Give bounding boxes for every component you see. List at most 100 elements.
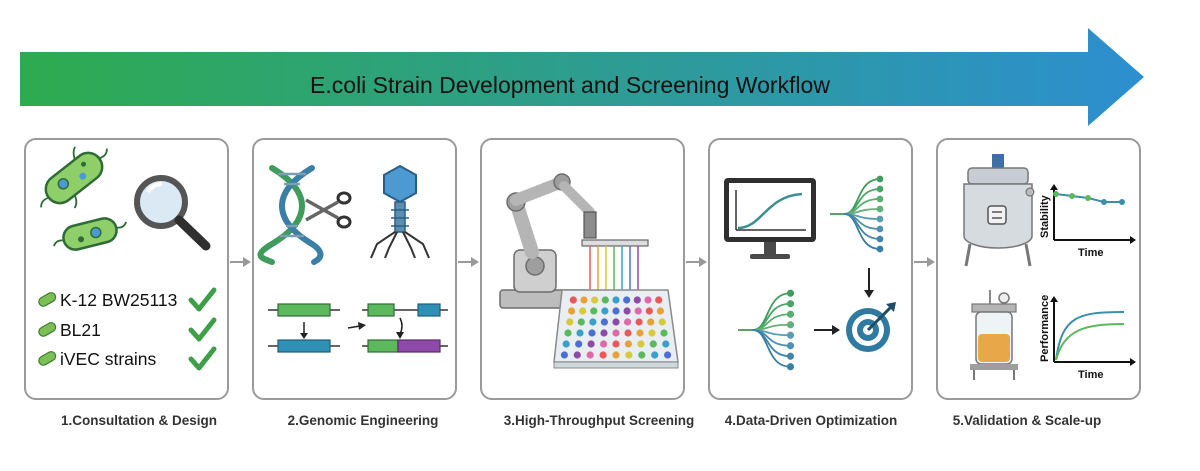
step-4-caption: 4.Data-Driven Optimization — [724, 413, 898, 428]
well — [624, 340, 632, 348]
bacteriophage-icon — [370, 164, 430, 259]
gene-edit-icon — [268, 303, 448, 353]
check-icon — [188, 346, 217, 371]
well — [591, 296, 599, 304]
well — [600, 340, 608, 348]
flow-arrow — [814, 268, 874, 335]
well — [590, 307, 598, 315]
well — [601, 296, 609, 304]
stability-chart-icon: Stability Time — [1039, 184, 1136, 259]
well — [651, 351, 659, 359]
well — [564, 329, 572, 337]
well — [612, 329, 620, 337]
step-3-caption: 3.High-Throughput Screening — [503, 413, 695, 428]
performance-chart-icon: Performance Time — [1039, 295, 1136, 381]
well — [655, 296, 663, 304]
well — [612, 318, 620, 326]
well — [612, 296, 620, 304]
well — [656, 307, 664, 315]
magnifier-icon — [134, 175, 211, 251]
stability-xlabel: Time — [1078, 247, 1103, 259]
well — [647, 318, 655, 326]
well-plate-icon — [553, 289, 679, 369]
decision-tree-icon — [830, 175, 884, 253]
target-icon — [846, 302, 896, 352]
page-title: E.coli Strain Development and Screening … — [310, 72, 830, 98]
well — [573, 351, 581, 359]
tree-node — [876, 225, 884, 233]
tree-node — [786, 300, 795, 308]
bioreactor-icon — [963, 154, 1035, 267]
well — [624, 318, 632, 326]
tree-node — [876, 185, 884, 193]
well — [644, 296, 652, 304]
tree-node — [786, 310, 795, 318]
performance-xlabel: Time — [1078, 369, 1103, 381]
well — [637, 340, 645, 348]
step-5-panel: Stability Time Performance Time — [936, 138, 1141, 400]
step-connector-arrow — [230, 257, 251, 267]
tree-node — [876, 195, 884, 203]
step-connector-arrow — [686, 257, 707, 267]
strain-1-row — [38, 287, 217, 312]
well — [568, 307, 576, 315]
step-1-panel: K-12 BW25113 BL21 iVEC strains — [24, 138, 229, 400]
dna-scissors-icon — [257, 165, 352, 265]
tree-node — [876, 215, 884, 223]
strain-label: K-12 BW25113 — [60, 290, 178, 310]
check-icon — [188, 287, 217, 312]
step-2-caption: 2.Genomic Engineering — [287, 413, 439, 428]
well — [638, 351, 646, 359]
well — [600, 318, 608, 326]
well — [648, 329, 656, 337]
monitor-curve-icon — [724, 178, 816, 259]
well — [636, 329, 644, 337]
well — [664, 351, 672, 359]
stability-ylabel: Stability — [1039, 194, 1051, 238]
step-3-panel — [480, 138, 685, 400]
well — [623, 307, 631, 315]
well — [624, 329, 632, 337]
fermenter-icon — [970, 290, 1018, 380]
well — [576, 329, 584, 337]
well — [645, 307, 653, 315]
well — [649, 340, 657, 348]
decision-tree-icon — [738, 289, 795, 371]
step-2-panel — [252, 138, 457, 400]
well — [625, 351, 633, 359]
tree-node — [876, 235, 884, 243]
well — [600, 329, 608, 337]
tree-node — [876, 245, 884, 253]
tree-node — [786, 321, 795, 329]
well — [577, 318, 585, 326]
well — [588, 329, 596, 337]
tree-node — [876, 175, 884, 183]
tree-node — [876, 205, 884, 213]
well — [586, 351, 594, 359]
well — [589, 318, 597, 326]
step-1-caption: 1.Consultation & Design — [60, 413, 217, 428]
tree-node — [786, 289, 795, 297]
well — [569, 296, 577, 304]
well — [612, 340, 620, 348]
well — [658, 318, 666, 326]
well — [623, 296, 631, 304]
well — [566, 318, 574, 326]
well — [580, 296, 588, 304]
tree-node — [786, 342, 795, 350]
well — [635, 318, 643, 326]
bacteria-icon — [40, 146, 127, 251]
strain-label: iVEC strains — [60, 349, 157, 369]
well — [575, 340, 583, 348]
well — [601, 307, 609, 315]
tree-node — [786, 331, 795, 339]
well — [562, 340, 570, 348]
well — [579, 307, 587, 315]
step-4-panel — [708, 138, 913, 400]
step-connector-arrow — [458, 257, 479, 267]
robot-arm-icon — [499, 173, 649, 309]
well — [612, 307, 620, 315]
strain-2-row — [38, 317, 217, 342]
strain-3-row — [38, 346, 217, 371]
check-icon — [188, 317, 217, 342]
